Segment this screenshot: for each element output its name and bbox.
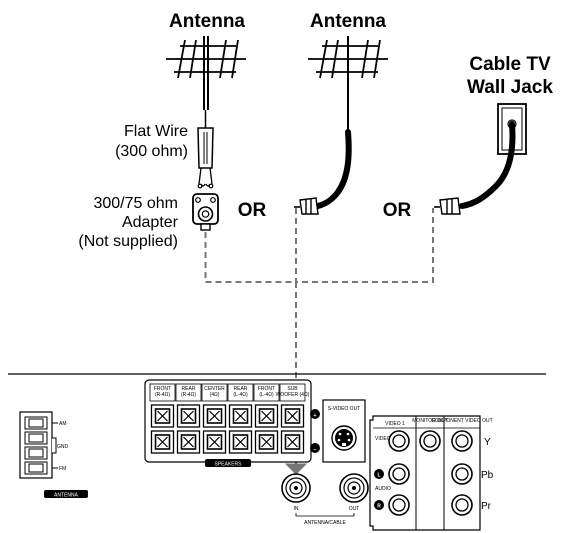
speaker-terminal	[202, 404, 227, 428]
speaker-header-box	[253, 383, 280, 402]
speaker-header-line1: CENTER	[204, 386, 225, 392]
speaker-header-line2: (L-4Ω)	[233, 392, 248, 398]
am-fm-antenna-terminal: AM GND FM ANTENNA	[19, 411, 88, 499]
speaker-header-line2: (R-4Ω)	[181, 392, 196, 398]
adapter-label-line3: (Not supplied)	[78, 233, 178, 250]
middle-antenna-icon	[308, 36, 388, 132]
flat-wire-label-line1: Flat Wire	[124, 123, 188, 140]
speakers-badge: SPEAKERS	[215, 462, 243, 468]
speaker-terminal	[176, 430, 201, 454]
speaker-header-line2: (L-4Ω)	[259, 392, 274, 398]
or-label-1: OR	[238, 200, 267, 221]
component-video-out-label: COMPONENT VIDEO OUT	[431, 418, 492, 424]
minus-sign: −	[314, 447, 317, 453]
speaker-terminal	[280, 404, 305, 428]
speaker-header-box	[227, 383, 254, 402]
speaker-terminal	[280, 430, 305, 454]
cable-title-line2: Wall Jack	[467, 77, 553, 98]
cable-coax-plug	[434, 197, 461, 215]
speaker-header-line1: SUB	[287, 386, 298, 392]
speaker-terminal	[254, 404, 279, 428]
antenna-cable-label: ANTENNA/CABLE	[304, 520, 346, 526]
speaker-header-box	[201, 383, 228, 402]
speaker-terminal	[202, 430, 227, 454]
audio-l-badge: L	[377, 473, 380, 479]
speaker-header-line1: REAR	[182, 386, 196, 392]
left-antenna: Antenna	[78, 11, 246, 250]
left-antenna-title: Antenna	[169, 11, 245, 32]
or-label-2: OR	[383, 200, 412, 221]
adapter-label-line2: Adapter	[122, 214, 179, 231]
speaker-header-line1: FRONT	[258, 386, 275, 392]
speaker-terminal	[254, 430, 279, 454]
monitor-out-label: MONITOR OUT	[412, 418, 447, 424]
dashed-connection-lines	[204, 208, 434, 472]
speaker-header-box	[279, 383, 306, 402]
cable-title-line1: Cable TV	[469, 54, 551, 75]
cable-tv-wall-jack: Cable TV Wall Jack	[434, 54, 553, 215]
middle-coax-plug	[294, 197, 319, 215]
speaker-header-line2: (R-4Ω)	[155, 392, 170, 398]
s-video-out: S-VIDEO OUT	[322, 399, 366, 463]
speaker-terminal	[150, 404, 175, 428]
speaker-terminal	[176, 404, 201, 428]
adapter-label-line1: 300/75 ohm	[93, 195, 178, 212]
gnd-label: GND	[57, 444, 69, 450]
left-antenna-icon	[166, 36, 246, 110]
speaker-terminal	[228, 430, 253, 454]
middle-antenna-title: Antenna	[310, 11, 386, 32]
middle-coax-cable	[315, 129, 352, 209]
speaker-header-box	[149, 383, 176, 402]
fm-label: FM	[59, 466, 66, 472]
video1-label: VIDEO 1	[385, 421, 405, 427]
av-jack-panel: VIDEO 1 MONITOR OUT COMPONENT VIDEO OUT …	[369, 415, 494, 531]
video-side-label: VIDEO	[375, 436, 391, 442]
speaker-header-line1: FRONT	[154, 386, 171, 392]
speaker-header-line2: (4Ω)	[210, 392, 220, 398]
speaker-header-line1: REAR	[234, 386, 248, 392]
audio-r-badge: R	[377, 504, 381, 510]
am-label: AM	[59, 421, 67, 427]
speaker-header-line2: WOOFER (4Ω)	[276, 392, 310, 398]
pr-label: Pr	[481, 501, 492, 512]
cable-coax-cable	[459, 121, 516, 209]
adapter-300-75	[192, 193, 219, 231]
antenna-badge: ANTENNA	[54, 493, 79, 499]
plus-sign: +	[314, 413, 317, 419]
speaker-terminals: FRONT(R-4Ω)REAR(R-4Ω)CENTER(4Ω)REAR(L-4Ω…	[144, 379, 320, 468]
flat-wire	[197, 110, 214, 189]
speaker-header-box	[175, 383, 202, 402]
speaker-terminal	[228, 404, 253, 428]
in-label: IN	[294, 506, 299, 512]
flat-wire-label-line2: (300 ohm)	[115, 143, 188, 160]
y-label: Y	[484, 437, 491, 448]
middle-antenna: Antenna	[294, 11, 388, 215]
audio-side-label: AUDIO	[375, 486, 391, 492]
pb-label: Pb	[481, 470, 494, 481]
s-video-out-label: S-VIDEO OUT	[328, 406, 361, 412]
speaker-terminal	[150, 430, 175, 454]
out-label: OUT	[349, 506, 360, 512]
antenna-cable-in-out: IN OUT ANTENNA/CABLE	[281, 463, 369, 526]
